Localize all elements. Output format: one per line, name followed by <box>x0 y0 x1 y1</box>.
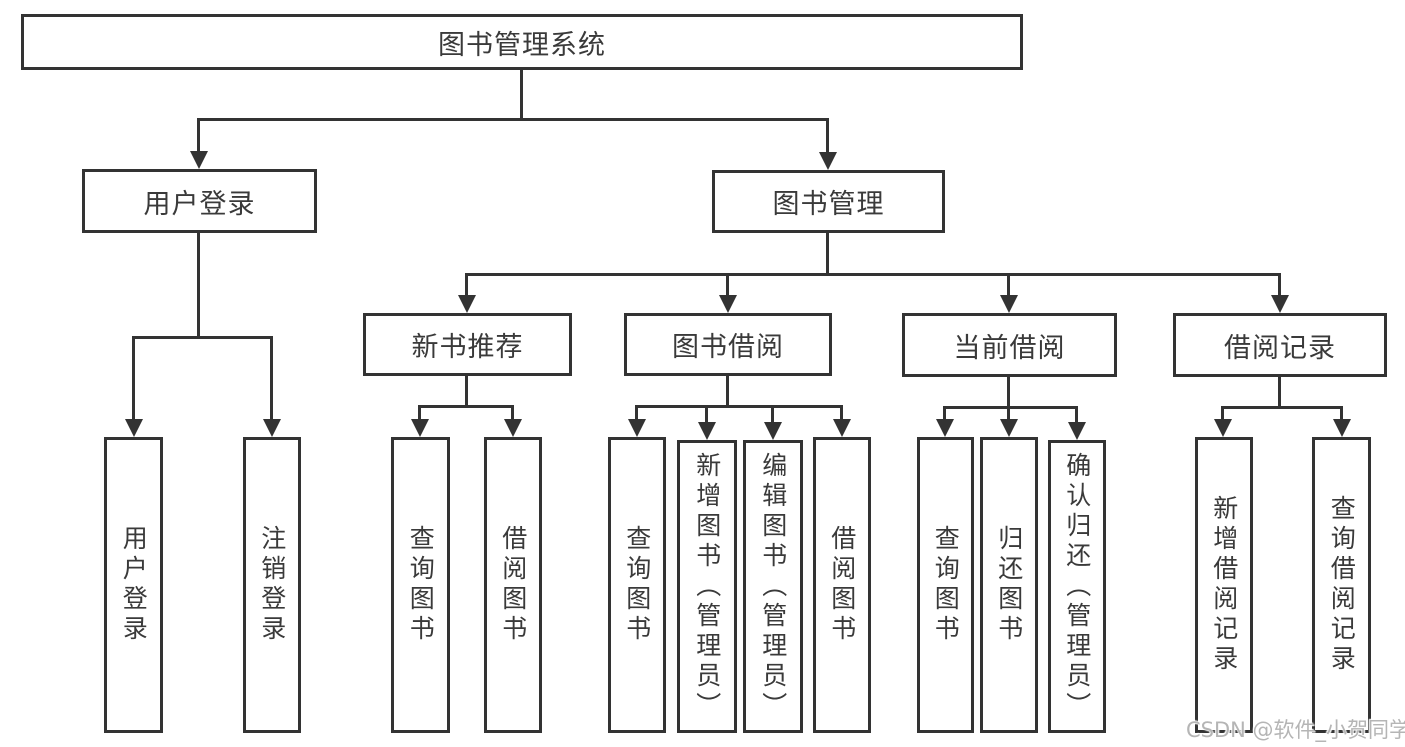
arrow-down-icon <box>1000 419 1018 437</box>
leaf-records-add-record: 新增借阅记录 <box>1195 437 1253 733</box>
leaf-label: 查询图书 <box>931 525 961 645</box>
csdn-watermark: CSDN @软件_小贺同学 <box>1186 718 1405 742</box>
connector-line <box>1278 273 1281 298</box>
arrow-down-icon <box>263 419 281 437</box>
arrow-down-icon <box>1271 295 1289 313</box>
arrow-down-icon <box>458 295 476 313</box>
connector-line <box>465 376 468 408</box>
node-label: 用户登录 <box>143 188 256 220</box>
leaf-label: 借阅图书 <box>498 525 528 645</box>
leaf-label: 归还图书 <box>994 525 1024 645</box>
connector-line <box>771 405 774 425</box>
leaf-recommend-query-books: 查询图书 <box>391 437 450 733</box>
leaf-label: 查询借阅记录 <box>1327 495 1357 675</box>
connector-line <box>418 405 514 408</box>
arrow-down-icon <box>764 422 782 440</box>
leaf-user-login: 用户登录 <box>104 437 163 733</box>
arrow-down-icon <box>936 419 954 437</box>
connector-line <box>726 273 729 298</box>
leaf-label: 注销登录 <box>257 525 287 645</box>
arrow-down-icon <box>411 419 429 437</box>
node-current-borrow: 当前借阅 <box>902 313 1117 377</box>
arrow-down-icon <box>833 419 851 437</box>
arrow-down-icon <box>698 422 716 440</box>
connector-line <box>418 405 421 422</box>
arrow-down-icon <box>504 419 522 437</box>
connector-line <box>132 336 273 339</box>
arrow-down-icon <box>1214 419 1232 437</box>
connector-line <box>270 336 273 422</box>
leaf-label: 借阅图书 <box>827 525 857 645</box>
arrow-down-icon <box>628 419 646 437</box>
connector-line <box>511 405 514 422</box>
connector-line <box>465 273 468 298</box>
leaf-borrow-borrow-books: 借阅图书 <box>813 437 871 733</box>
node-book-borrow: 图书借阅 <box>624 313 832 376</box>
connector-line <box>840 405 843 422</box>
connector-line <box>1221 406 1224 422</box>
connector-line <box>826 118 829 155</box>
leaf-logout: 注销登录 <box>243 437 301 733</box>
connector-line <box>826 233 829 276</box>
connector-line <box>1221 406 1343 409</box>
leaf-recommend-borrow-books: 借阅图书 <box>484 437 542 733</box>
leaf-current-confirm-return-admin: 确认归还（管理员） <box>1048 440 1106 733</box>
connector-line <box>1075 406 1078 425</box>
connector-line <box>1007 377 1010 408</box>
node-book-management: 图书管理 <box>712 170 945 233</box>
node-label: 图书管理系统 <box>438 29 606 61</box>
leaf-borrow-query-books: 查询图书 <box>608 437 666 733</box>
connector-line <box>1007 406 1010 422</box>
leaf-current-return-books: 归还图书 <box>980 437 1038 733</box>
node-user-login: 用户登录 <box>82 169 317 233</box>
connector-line <box>635 405 638 422</box>
connector-line <box>132 336 135 422</box>
arrow-down-icon <box>190 151 208 169</box>
leaf-records-query-record: 查询借阅记录 <box>1312 437 1371 733</box>
connector-line <box>1340 406 1343 422</box>
connector-line <box>1007 273 1010 298</box>
arrow-down-icon <box>1333 419 1351 437</box>
arrow-down-icon <box>819 152 837 170</box>
connector-line <box>197 118 200 154</box>
node-label: 当前借阅 <box>953 332 1066 364</box>
node-label: 图书借阅 <box>672 332 784 363</box>
leaf-label: 编辑图书（管理员） <box>758 451 788 722</box>
node-new-book-recommend: 新书推荐 <box>363 313 572 376</box>
connector-line <box>197 233 200 339</box>
leaf-label: 确认归还（管理员） <box>1062 451 1092 722</box>
node-label: 借阅记录 <box>1224 332 1336 364</box>
node-label: 图书管理 <box>772 189 885 220</box>
connector-line <box>943 406 946 422</box>
connector-line <box>520 70 523 118</box>
leaf-current-query-books: 查询图书 <box>917 437 974 733</box>
connector-line <box>726 376 729 408</box>
arrow-down-icon <box>125 419 143 437</box>
leaf-label: 查询图书 <box>622 525 652 645</box>
connector-line <box>705 405 708 425</box>
connector-line <box>465 273 1281 276</box>
node-label: 新书推荐 <box>411 332 524 363</box>
arrow-down-icon <box>719 295 737 313</box>
connector-line <box>635 405 842 408</box>
arrow-down-icon <box>1000 295 1018 313</box>
connector-line <box>1278 377 1281 408</box>
node-borrow-records: 借阅记录 <box>1173 313 1387 377</box>
leaf-borrow-edit-books-admin: 编辑图书（管理员） <box>743 440 803 733</box>
leaf-label: 用户登录 <box>119 525 149 645</box>
connector-line <box>943 406 1078 409</box>
leaf-label: 查询图书 <box>406 525 436 645</box>
leaf-borrow-add-books-admin: 新增图书（管理员） <box>677 440 737 733</box>
leaf-label: 新增借阅记录 <box>1209 495 1239 675</box>
node-library-system: 图书管理系统 <box>21 14 1023 70</box>
connector-line <box>197 118 829 121</box>
leaf-label: 新增图书（管理员） <box>692 451 722 722</box>
arrow-down-icon <box>1068 422 1086 440</box>
